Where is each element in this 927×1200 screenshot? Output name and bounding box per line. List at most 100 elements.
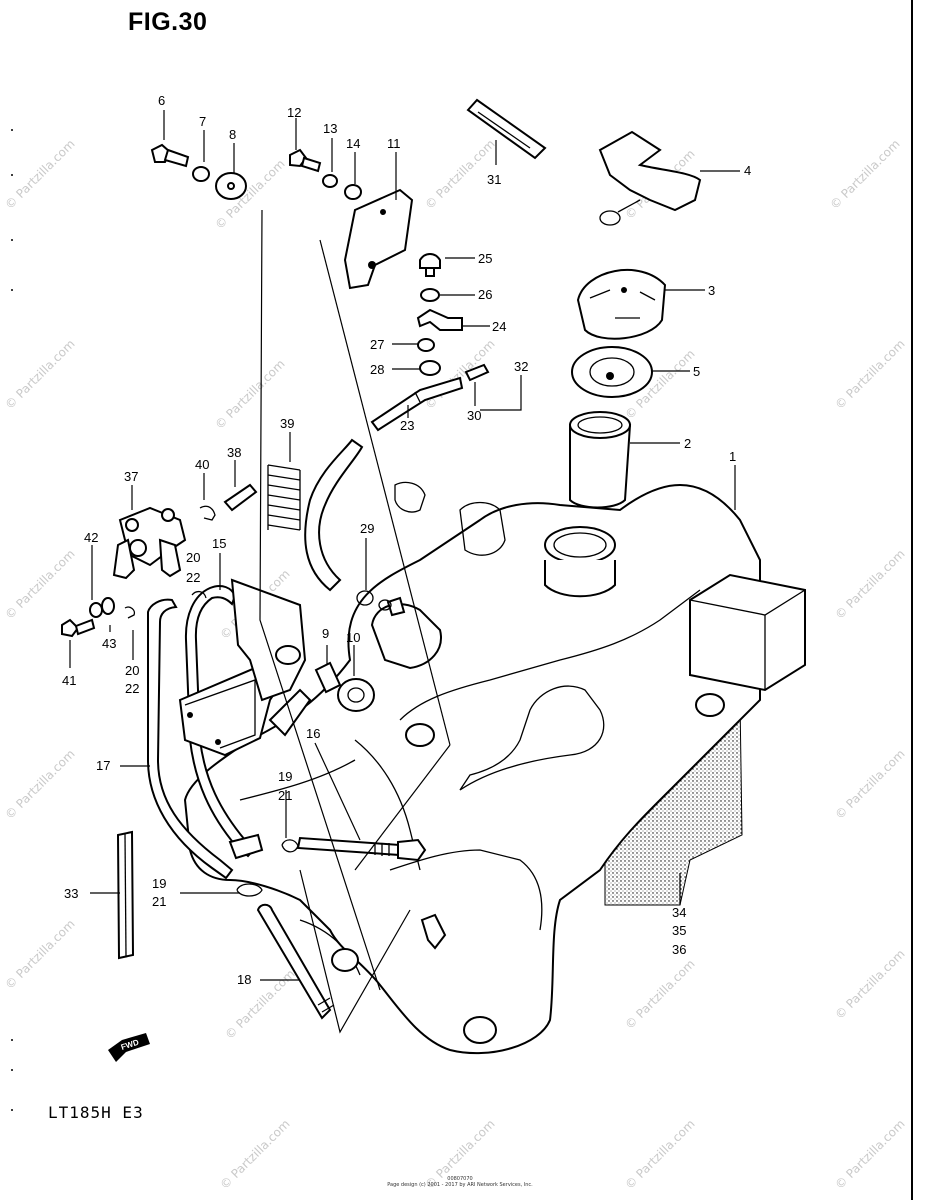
callout-31: 31 [487,172,501,187]
figure-title: FIG.30 [128,8,208,36]
breather-hose-23 [370,376,464,432]
footer-copyright: Page design (c) 2001 - 2017 by ARI Netwo… [387,1182,533,1188]
callout-11: 11 [387,136,401,151]
collar-28 [419,360,441,376]
watermark: © Partzilla.com [622,957,697,1032]
hose-18 [256,903,332,1020]
clip-29 [356,590,374,606]
bolt-41 [61,618,80,638]
callout-24: 24 [492,319,506,334]
callout-19a: 19 [278,769,292,784]
callout-41: 41 [62,673,76,688]
clip-20-22 [124,606,136,619]
front-direction-arrow: FWD [108,1033,150,1062]
callout-4: 4 [744,163,751,178]
spring-39 [267,464,301,531]
model-code: LT185H E3 [48,1103,144,1122]
callout-1: 1 [729,449,736,464]
watermark: © Partzilla.com [832,747,907,822]
fuel-cap [576,269,667,340]
callout-16: 16 [306,726,320,741]
watermark: © Partzilla.com [832,337,907,412]
clip-19-21 [281,839,299,853]
callout-17: 17 [96,758,110,773]
callout-37: 37 [124,469,138,484]
screw-25 [419,253,441,269]
callout-28: 28 [370,362,384,377]
clip-19-21-lower [236,883,263,897]
bolt-6 [150,143,190,168]
watermark: © Partzilla.com [832,1117,907,1192]
strap [466,98,547,160]
callout-42: 42 [84,530,98,545]
washer-43 [101,597,115,615]
callout-26: 26 [478,287,492,302]
callout-25: 25 [478,251,492,266]
callout-18: 18 [237,972,251,987]
watermark: © Partzilla.com [2,337,77,412]
watermark: © Partzilla.com [222,967,297,1042]
callout-39: 39 [280,416,294,431]
callout-40: 40 [195,457,209,472]
watermark: © Partzilla.com [827,137,902,212]
watermark: © Partzilla.com [622,1117,697,1192]
breather-hose [304,438,364,592]
tank-bolt [420,913,447,950]
watermark: © Partzilla.com [2,547,77,622]
cap-retaining-clip [598,130,702,212]
callout-36: 36 [672,942,686,957]
page-border [911,0,913,1200]
callout-29: 29 [360,521,374,536]
watermark: © Partzilla.com [2,137,77,212]
callout-9: 9 [322,626,329,641]
callout-23: 23 [400,418,414,433]
callout-5: 5 [693,364,700,379]
nut-13 [322,174,338,188]
callout-labels: 6 7 8 12 13 14 11 31 4 3 5 2 1 25 26 24 … [62,93,751,987]
fuel-hose-17 [147,598,234,880]
watermark: © Partzilla.com [2,917,77,992]
grommet-27 [417,338,435,352]
washer-7 [192,166,210,182]
mounting-bracket [343,188,414,290]
watermark: © Partzilla.com [217,1117,292,1192]
callout-43: 43 [102,636,116,651]
margin-marks [11,129,13,1111]
watermark: © Partzilla.com [832,947,907,1022]
callout-8: 8 [229,127,236,142]
callout-20a: 20 [186,550,200,565]
callout-22b: 22 [125,681,139,696]
callout-22a: 22 [186,570,200,585]
damper-9 [314,661,342,694]
tank-rubber-cushion [689,573,806,692]
clamp-24 [416,308,463,331]
callout-30: 30 [467,408,481,423]
footer-code: 00807070 [447,1176,473,1182]
filler-hose [569,424,632,509]
leader-lines [69,110,740,1034]
callout-19b: 19 [152,876,166,891]
watermark: © Partzilla.com [212,357,287,432]
watermark: © Partzilla.com [2,747,77,822]
callout-20b: 20 [125,663,139,678]
callout-14: 14 [346,136,360,151]
callout-13: 13 [323,121,337,136]
callout-32: 32 [514,359,528,374]
pipe-30 [464,363,490,382]
washer-26 [420,288,440,302]
callout-21a: 21 [278,788,292,803]
callout-6: 6 [158,93,165,108]
clip-40 [199,505,216,521]
fuel-cock-37 [112,506,187,580]
callout-35: 35 [672,923,686,938]
callout-10: 10 [346,630,360,645]
washer-42 [89,602,103,618]
callout-3: 3 [708,283,715,298]
stay-plate [230,578,307,702]
callout-21b: 21 [152,894,166,909]
callout-2: 2 [684,436,691,451]
callout-33: 33 [64,886,78,901]
callout-7: 7 [199,114,206,129]
callout-38: 38 [227,445,241,460]
